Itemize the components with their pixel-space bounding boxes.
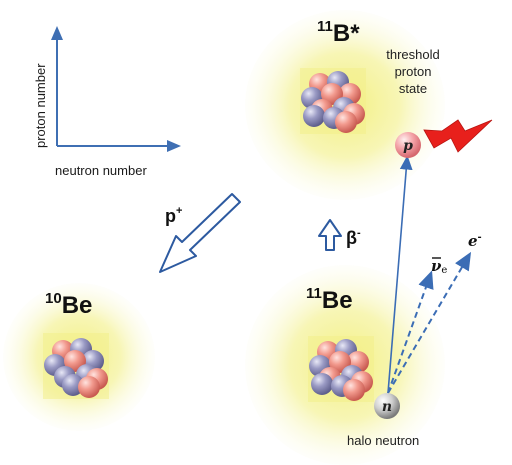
nucleus-b11-star bbox=[300, 68, 366, 134]
be11-neutron-8 bbox=[311, 373, 333, 395]
proton-emission-symbol: p bbox=[165, 206, 176, 226]
nucleus-be11 bbox=[308, 336, 374, 402]
be10-symbol: Be bbox=[61, 292, 93, 319]
proton-emission-label: p+ bbox=[165, 205, 182, 227]
proton-trajectory bbox=[387, 155, 413, 394]
lightning-icon bbox=[423, 119, 493, 153]
y-axis-label: proton number bbox=[33, 63, 48, 148]
electron-symbol: e- bbox=[468, 232, 482, 250]
state-label-line-1: threshold bbox=[386, 47, 440, 62]
proton-emission-charge: + bbox=[176, 205, 183, 217]
proton-emission-arrow bbox=[159, 193, 241, 273]
be11-label: 11Be bbox=[306, 285, 353, 315]
antineutrino-symbol: νe bbox=[431, 257, 447, 276]
be11-proton-10 bbox=[343, 379, 365, 401]
be10-label: 10Be bbox=[45, 290, 92, 320]
x-axis-label: neutron number bbox=[55, 163, 147, 178]
electron-charge: - bbox=[478, 232, 482, 243]
be10-mass-number: 10 bbox=[45, 290, 62, 307]
be11-symbol: Be bbox=[321, 287, 353, 314]
threshold-proton-state-label: threshold proton state bbox=[378, 46, 448, 97]
be11-mass-number: 11 bbox=[306, 285, 322, 302]
proton-symbol: p bbox=[403, 138, 413, 154]
b11-neutron-8 bbox=[303, 105, 325, 127]
antineutrino-trajectory bbox=[387, 270, 434, 394]
state-label-line-3: state bbox=[398, 81, 428, 96]
beta-decay-label: β- bbox=[346, 227, 361, 249]
b11-symbol: B* bbox=[332, 20, 360, 47]
beta-decay-charge: - bbox=[357, 227, 361, 239]
proton-ball bbox=[395, 132, 421, 158]
neutron-symbol: n bbox=[382, 399, 392, 415]
be10-neutron-8 bbox=[62, 374, 84, 396]
neutron-ball bbox=[374, 393, 400, 419]
nucleus-be10 bbox=[43, 333, 109, 399]
beta-decay-symbol: β bbox=[346, 228, 357, 248]
b11-star-label: 11B* bbox=[317, 18, 360, 48]
antineutrino-subscript: e bbox=[441, 265, 447, 276]
b11-mass-number: 11 bbox=[317, 18, 333, 35]
beta-decay-arrow bbox=[318, 219, 342, 251]
b11-proton-10 bbox=[335, 111, 357, 133]
state-label-line-2: proton bbox=[394, 64, 432, 79]
be10-proton-9 bbox=[78, 376, 100, 398]
electron-trajectory bbox=[387, 251, 472, 394]
halo-neutron-label: halo neutron bbox=[347, 433, 420, 448]
